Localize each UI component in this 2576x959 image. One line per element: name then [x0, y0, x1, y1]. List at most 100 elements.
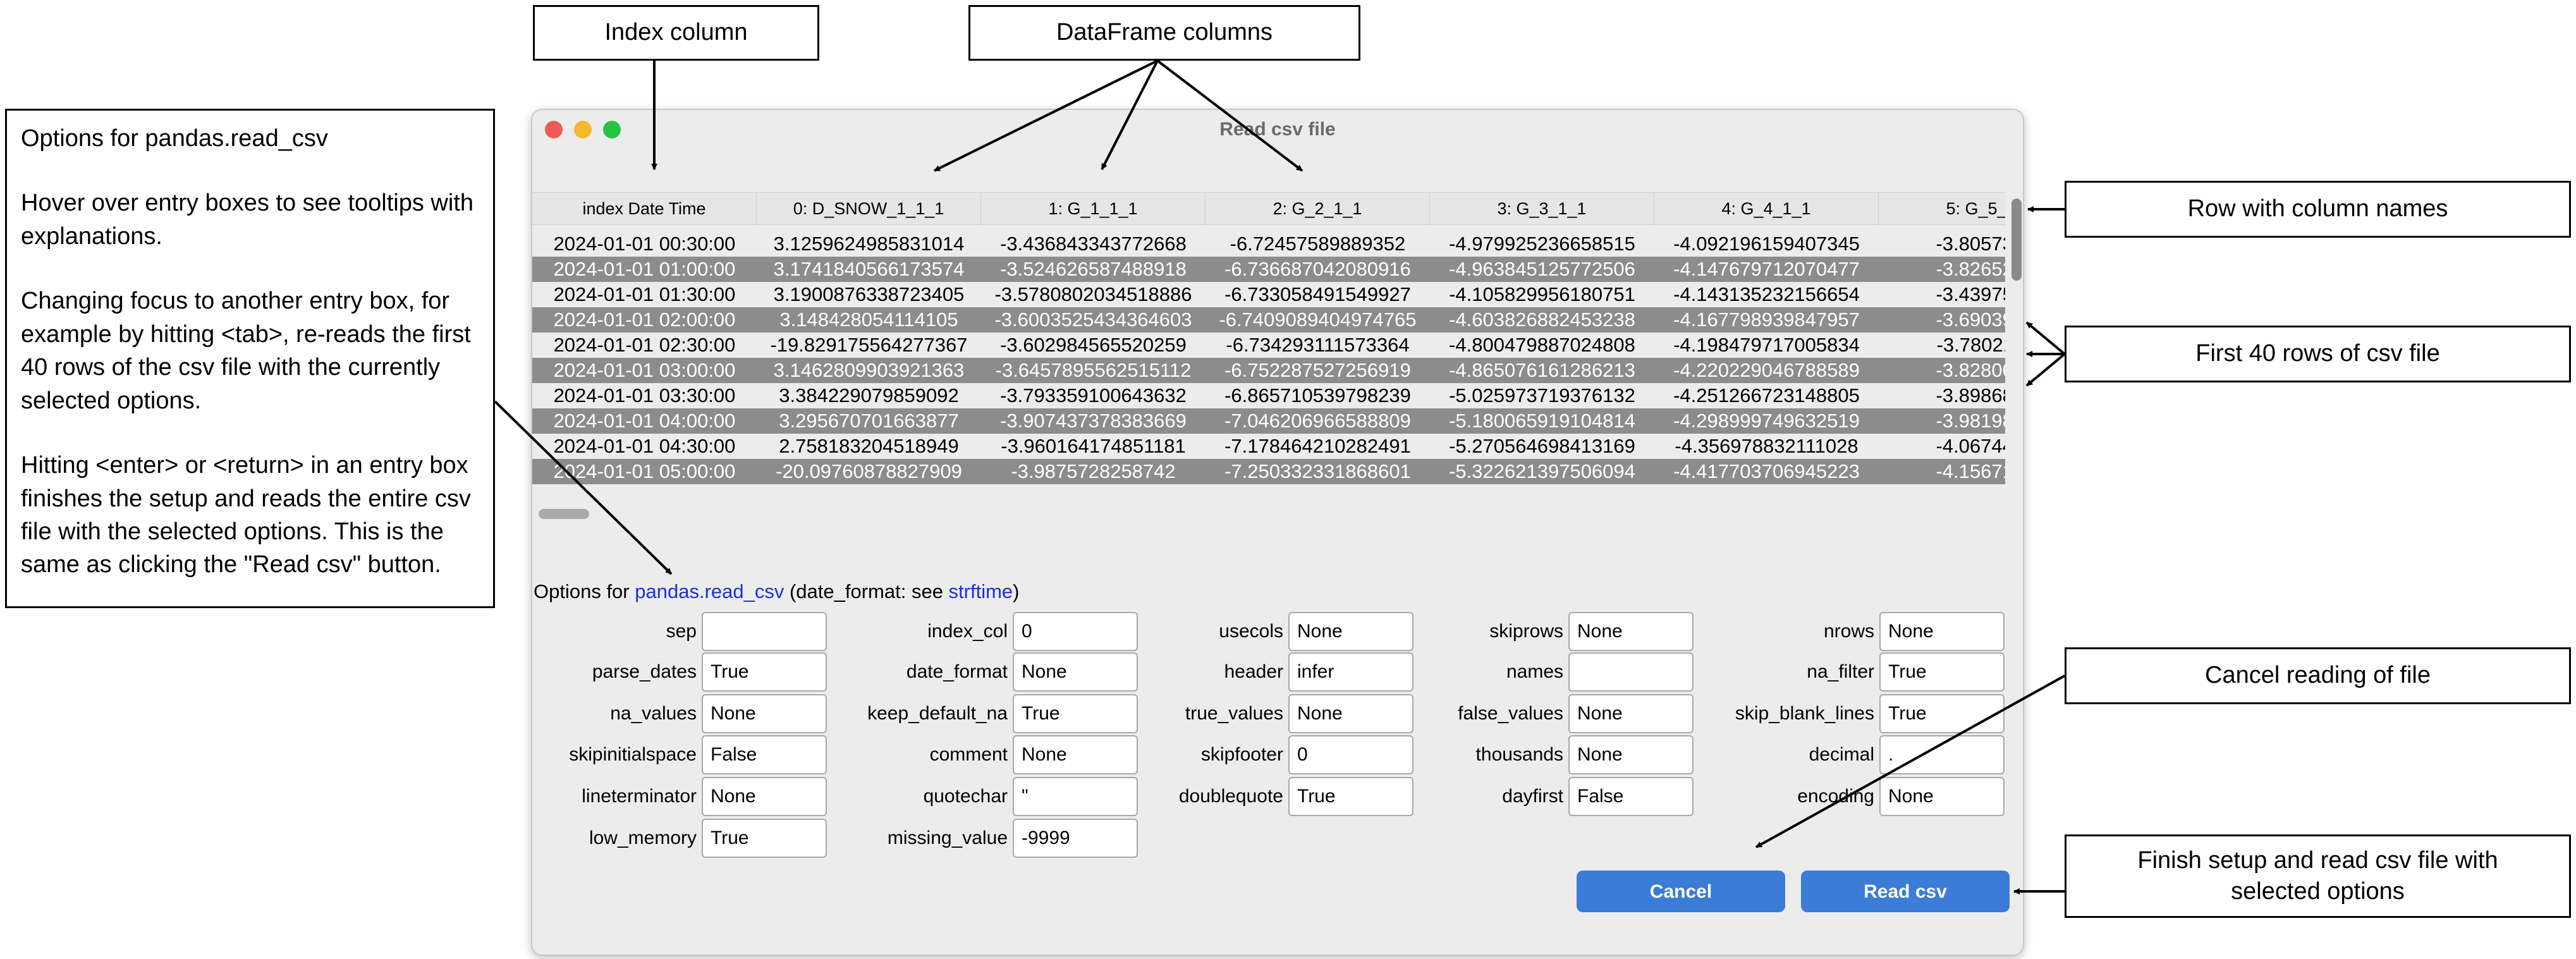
table-cell: -4.356978832111028	[1675, 435, 1859, 457]
names-input[interactable]	[1568, 652, 1694, 692]
option-row: na_filter	[1690, 652, 1874, 692]
skipinitialspace-input[interactable]	[702, 735, 827, 774]
horizontal-scrollbar[interactable]	[539, 509, 589, 519]
na-filter-input[interactable]	[1879, 652, 2005, 692]
options-heading-mid: (date_format: see	[784, 580, 949, 602]
missing-value-input[interactable]	[1013, 819, 1138, 858]
usecols-input[interactable]	[1288, 612, 1413, 651]
vertical-scrollbar[interactable]	[2011, 199, 2022, 281]
sep-input[interactable]	[702, 612, 827, 651]
true-values-input[interactable]	[1288, 694, 1413, 733]
quotechar-input[interactable]	[1013, 777, 1138, 816]
table-cell: -3.98198443	[1936, 410, 2005, 432]
column-header: 1: G_1_1_1	[981, 193, 1206, 224]
table-cell: -4.220229046788589	[1673, 359, 1860, 381]
cancel-callout: Cancel reading of file	[2065, 647, 2571, 704]
comment-input[interactable]	[1013, 735, 1138, 774]
note-enter: Hitting <enter> or <return> in an entry …	[21, 452, 471, 578]
table-cell: -6.865710539798239	[1224, 384, 1411, 406]
false-values-input[interactable]	[1568, 694, 1694, 733]
note-focus: Changing focus to another entry box, for…	[21, 288, 471, 414]
option-row: lineterminator	[532, 777, 697, 816]
table-cell: -6.734293111573364	[1226, 334, 1410, 356]
option-label: skipfooter	[1200, 744, 1283, 765]
keep-default-na-input[interactable]	[1013, 694, 1138, 733]
pandas-read-csv-link[interactable]: pandas.read_csv	[635, 580, 784, 602]
option-row: true_values	[1099, 694, 1283, 733]
option-label: true_values	[1185, 703, 1283, 724]
table-cell: -3.82652994	[1936, 258, 2005, 280]
nrows-input[interactable]	[1879, 612, 2005, 651]
dataframe-arrow-1	[1101, 60, 1159, 170]
doublequote-input[interactable]	[1288, 777, 1413, 816]
skip-blank-lines-input[interactable]	[1879, 694, 2005, 733]
date-format-input[interactable]	[1013, 652, 1138, 692]
thousands-input[interactable]	[1568, 735, 1694, 774]
table-cell: -4.143135232156654	[1673, 283, 1860, 305]
table-cell: 3.1462809903921363	[773, 359, 965, 381]
option-label: na_values	[610, 703, 697, 724]
option-row: keep_default_na	[823, 694, 1008, 733]
lineterminator-input[interactable]	[702, 777, 827, 816]
table-cell: 2.758183204518949	[779, 435, 959, 457]
table-cell: -4.251266723148805	[1673, 384, 1860, 406]
index-col-input[interactable]	[1013, 612, 1138, 651]
table-cell: -3.524626587488918	[1000, 258, 1187, 280]
dayfirst-input[interactable]	[1568, 777, 1694, 816]
column-header: 3: G_3_1_1	[1430, 193, 1654, 224]
table-cell: -4.15671433	[1936, 460, 2005, 482]
option-label: header	[1224, 661, 1283, 682]
table-cell: -3.78021179	[1936, 334, 2005, 356]
read-csv-notes: Options for pandas.read_csv Hover over e…	[5, 109, 495, 608]
table-cell: 3.1259624985831014	[773, 233, 965, 255]
encoding-input[interactable]	[1879, 777, 2005, 816]
option-label: keep_default_na	[867, 703, 1008, 724]
close-window-button[interactable]	[545, 121, 563, 138]
option-row: skipfooter	[1099, 735, 1283, 774]
zoom-window-button[interactable]	[603, 121, 621, 138]
table-cell: -3.602984565520259	[1000, 334, 1187, 356]
row-index-cell: 2024-01-01 01:30:00	[553, 283, 736, 305]
table-cell: -4.979925236658515	[1449, 233, 1635, 255]
table-cell: 3.384229079859092	[779, 384, 959, 406]
parse-dates-input[interactable]	[702, 652, 827, 692]
option-row: quotechar	[823, 777, 1008, 816]
minimize-window-button[interactable]	[574, 121, 592, 138]
option-label: names	[1506, 661, 1563, 682]
table-cell: -6.733058491549927	[1224, 283, 1411, 305]
table-cell: -19.829175564277367	[770, 334, 968, 356]
column-header: 4: G_4_1_1	[1654, 193, 1879, 224]
table-cell: -5.180065919104814	[1449, 410, 1635, 432]
table-cell: -5.025973719376132	[1449, 384, 1635, 406]
strftime-link[interactable]: strftime	[948, 580, 1013, 602]
skipfooter-input[interactable]	[1288, 735, 1413, 774]
option-label: date_format	[906, 661, 1008, 682]
skiprows-input[interactable]	[1568, 612, 1694, 651]
option-label: doublequote	[1178, 786, 1283, 807]
option-row: skiprows	[1379, 612, 1563, 651]
table-cell: -4.603826882453238	[1449, 308, 1635, 331]
cancel-button[interactable]: Cancel	[1577, 870, 1785, 912]
read-csv-button[interactable]: Read csv	[1801, 870, 2010, 912]
table-cell: -3.89868988	[1936, 384, 2005, 406]
option-label: comment	[929, 744, 1008, 765]
table-cell: -3.907437378383669	[1000, 410, 1187, 432]
low-memory-input[interactable]	[702, 819, 827, 858]
first-rows-arrow-bottom	[2025, 353, 2066, 387]
option-label: thousands	[1475, 744, 1563, 765]
option-label: low_memory	[589, 828, 697, 848]
row-index-cell: 2024-01-01 03:30:00	[553, 384, 736, 406]
table-cell: -3.5780802034518886	[994, 283, 1192, 305]
table-cell: -20.09760878827909	[776, 460, 962, 482]
table-cell: -4.417703706945223	[1673, 460, 1860, 482]
table-cell: -5.270564698413169	[1449, 435, 1635, 457]
header-input[interactable]	[1288, 652, 1413, 692]
na-values-input[interactable]	[702, 694, 827, 733]
